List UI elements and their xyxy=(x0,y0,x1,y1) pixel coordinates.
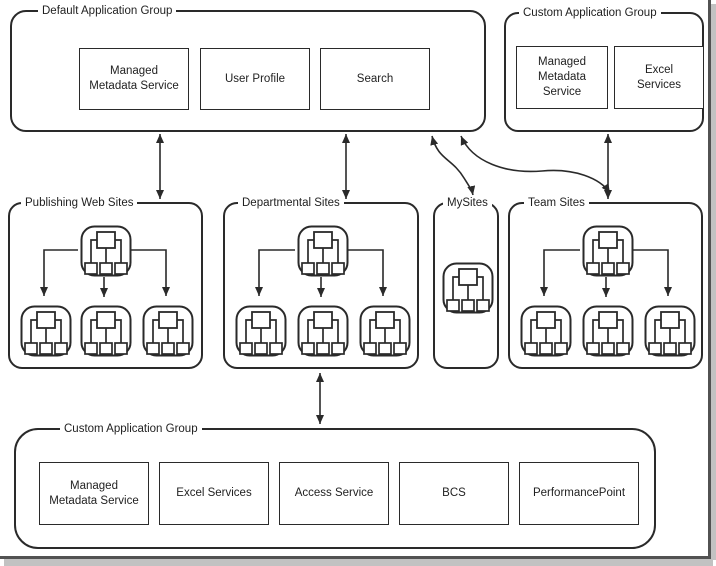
arrow-default-to-teamsites xyxy=(460,135,611,194)
service-box-excel-services: Excel Services xyxy=(614,46,704,109)
departmental-sites-group: Departmental Sites xyxy=(223,197,419,369)
service-box-bcs: BCS xyxy=(399,462,509,525)
mysites-group: MySites xyxy=(433,197,499,369)
site-hierarchy-icon xyxy=(442,262,494,314)
site-hierarchy-icon xyxy=(297,225,349,277)
image-border xyxy=(708,0,711,559)
site-hierarchy-icon xyxy=(80,225,132,277)
site-hierarchy-icon xyxy=(142,305,194,357)
group-title: Custom Application Group xyxy=(519,7,661,20)
site-hierarchy-icon xyxy=(80,305,132,357)
service-box-access-service: Access Service xyxy=(279,462,389,525)
publishing-web-sites-group: Publishing Web Sites xyxy=(8,197,203,369)
service-box-search: Search xyxy=(320,48,430,110)
default-application-group: Default Application Group Managed Metada… xyxy=(10,5,486,132)
service-box-excel-services: Excel Services xyxy=(159,462,269,525)
site-hierarchy-icon xyxy=(644,305,696,357)
site-hierarchy-icon xyxy=(297,305,349,357)
service-box-performancepoint: PerformancePoint xyxy=(519,462,639,525)
site-hierarchy-icon xyxy=(359,305,411,357)
image-shadow xyxy=(711,4,716,560)
site-hierarchy-icon xyxy=(582,225,634,277)
group-title: Departmental Sites xyxy=(238,197,344,210)
site-hierarchy-icon xyxy=(582,305,634,357)
group-title: Team Sites xyxy=(524,197,589,210)
group-title: MySites xyxy=(443,197,492,210)
service-box-managed-metadata: Managed Metadata Service xyxy=(39,462,149,525)
team-sites-group: Team Sites xyxy=(508,197,703,369)
image-border xyxy=(0,556,711,559)
arrow-default-to-mysites xyxy=(430,135,476,196)
group-title: Publishing Web Sites xyxy=(21,197,138,210)
custom-application-group-bottom: Custom Application Group Managed Metadat… xyxy=(14,423,656,549)
custom-application-group-top: Custom Application Group Managed Metadat… xyxy=(504,7,704,132)
group-title: Custom Application Group xyxy=(60,423,202,436)
service-box-managed-metadata: Managed Metadata Service xyxy=(79,48,189,110)
service-box-managed-metadata: Managed Metadata Service xyxy=(516,46,608,109)
group-title: Default Application Group xyxy=(38,5,177,18)
site-hierarchy-icon xyxy=(235,305,287,357)
site-hierarchy-icon xyxy=(520,305,572,357)
service-box-user-profile: User Profile xyxy=(200,48,310,110)
image-shadow xyxy=(4,559,713,566)
site-hierarchy-icon xyxy=(20,305,72,357)
